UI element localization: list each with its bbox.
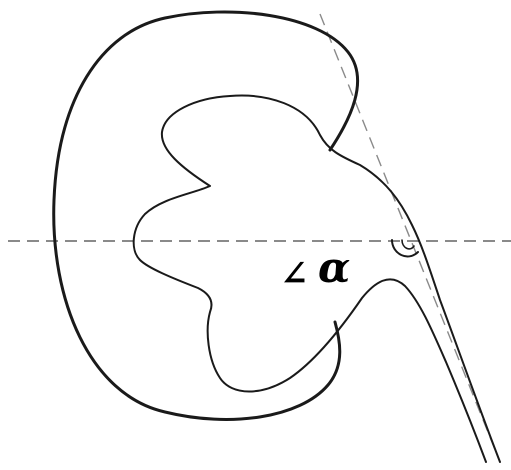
ureter-axis-line: [320, 14, 500, 462]
angle-alpha-label: α: [318, 243, 350, 292]
angle-symbol: ∠: [280, 254, 309, 294]
renal-pelvis-outline: [134, 96, 500, 462]
